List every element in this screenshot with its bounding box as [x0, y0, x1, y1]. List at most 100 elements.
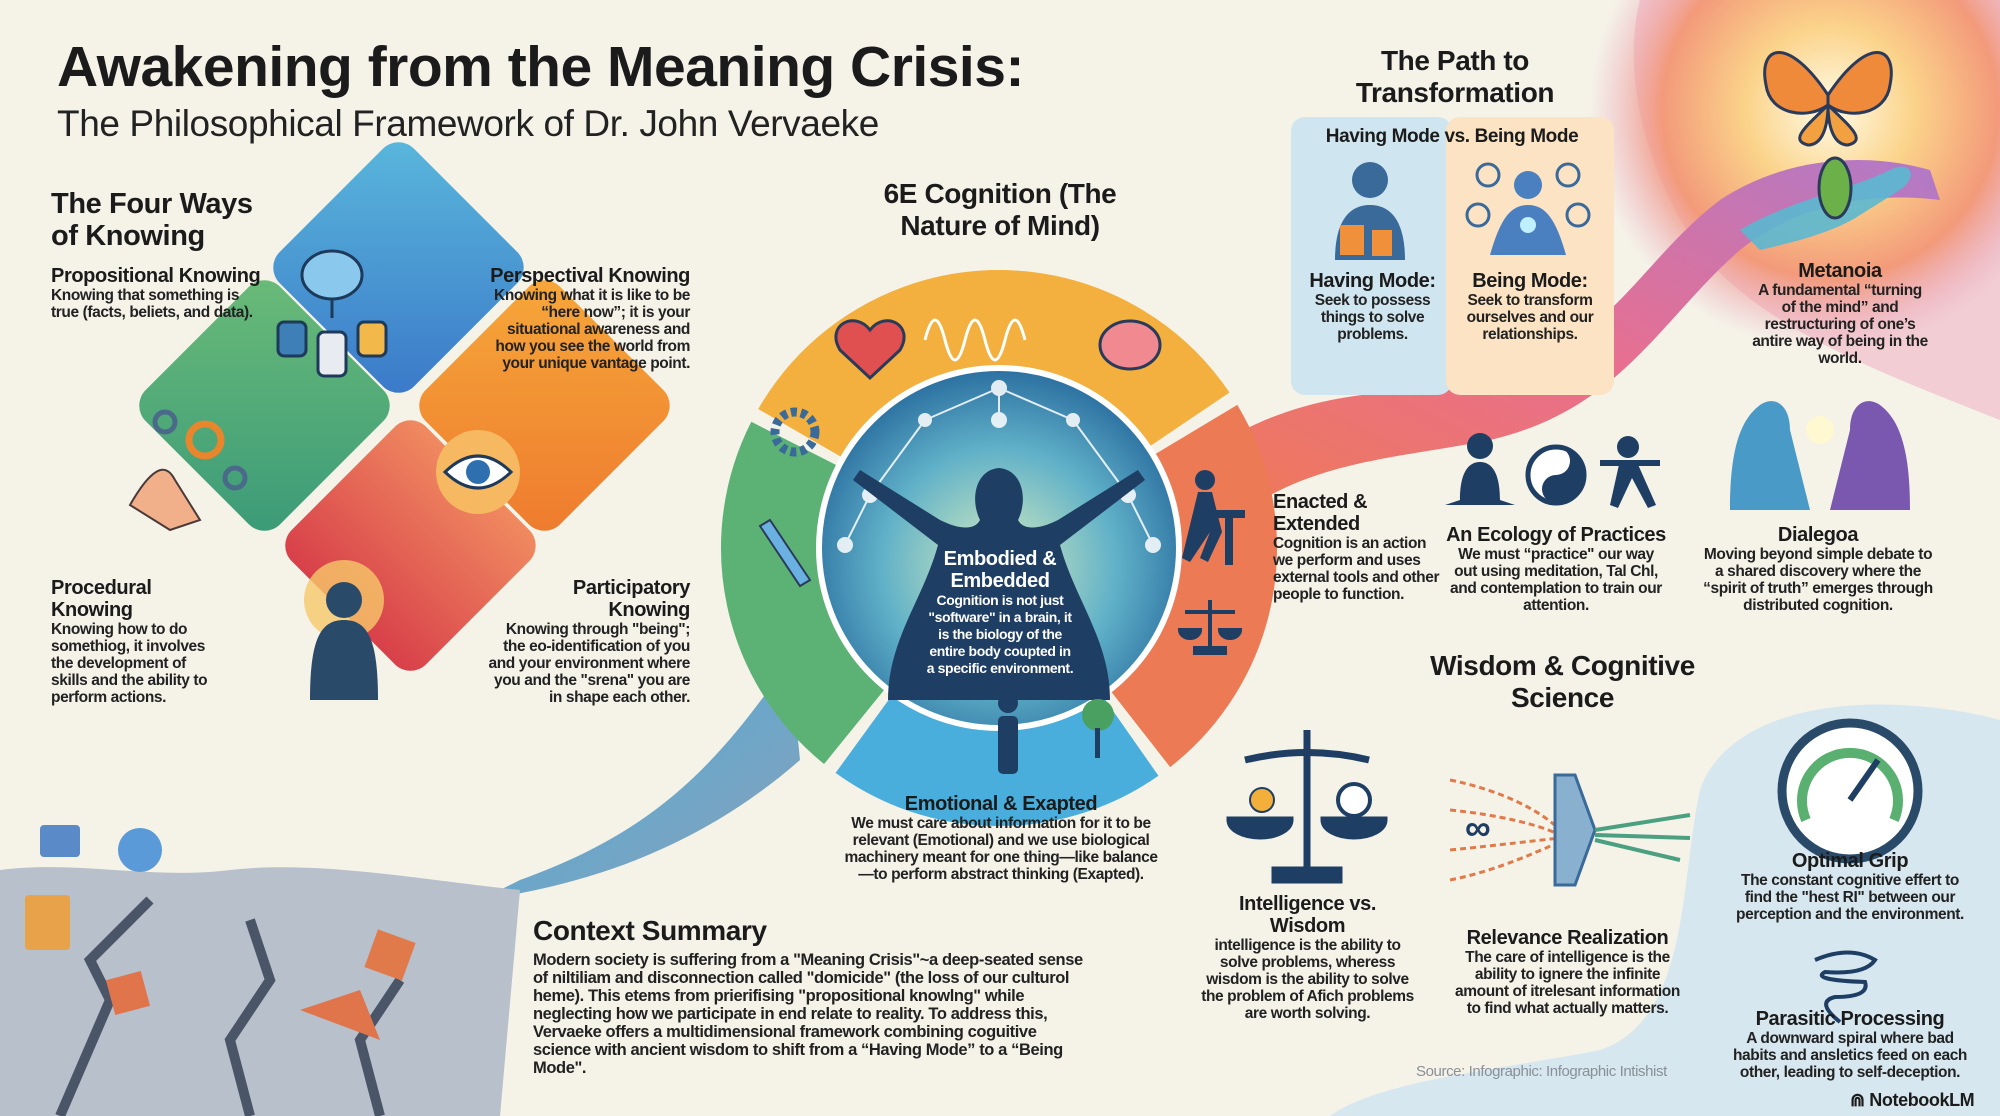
- context-summary: Context Summary Modern society is suffer…: [533, 915, 1093, 1077]
- puzzle-piece-propositional: [273, 142, 524, 393]
- person-landscape-icon: [304, 560, 384, 700]
- emotional-title: Emotional & Exapted: [904, 793, 1098, 815]
- path-heading: The Path to Transformation: [1355, 45, 1555, 108]
- having-being-box-title: Having Mode vs. Being Mode: [1325, 126, 1579, 147]
- wrench-hand-icon: [758, 518, 812, 588]
- relevance-title: Relevance Realization: [1466, 927, 1669, 949]
- relevance-text: The care of intelligence is the ability …: [1455, 949, 1680, 1017]
- ring-segment-right: [1110, 404, 1277, 768]
- ecology-block: An Ecology of Practices We must “practic…: [1446, 524, 1666, 614]
- chrysalis-icon: [1817, 156, 1853, 220]
- eye-icon: [436, 430, 520, 514]
- ring-segment-top: [758, 270, 1230, 458]
- four-ways-heading: The Four Ways of Knowing: [51, 188, 253, 252]
- participatory-text: Knowing through "being"; the eo-identifi…: [488, 621, 691, 706]
- context-text: Modern society is suffering from a "Mean…: [533, 951, 1083, 1077]
- flow-ribbon-tail: [480, 660, 800, 900]
- relevance-block: Relevance Realization The care of intell…: [1450, 927, 1685, 1017]
- being-mode-block: Being Mode: Seek to transform ourselves …: [1450, 270, 1610, 343]
- metanoia-text: A fundamental “turning of the mind” and …: [1752, 282, 1928, 367]
- being-mode-panel: [1446, 117, 1614, 395]
- context-heading: Context Summary: [533, 915, 767, 946]
- ecology-title: An Ecology of Practices: [1446, 524, 1666, 546]
- balance-scale-icon: [1177, 600, 1243, 655]
- dialegoa-title: Dialegoa: [1777, 524, 1859, 546]
- brain-icon: [1098, 319, 1162, 371]
- having-text: Seek to possess things to solve problems…: [1314, 292, 1431, 343]
- propositional-block: Propositional Knowing Knowing that somet…: [51, 265, 266, 321]
- ring-segment-bottom: [835, 694, 1159, 826]
- grip-text: The constant cognitive effert to find th…: [1736, 872, 1964, 923]
- meditation-icon: [1445, 433, 1515, 505]
- grip-title: Optimal Grip: [1791, 850, 1909, 872]
- ecology-text: We must “practice" our way out using med…: [1450, 546, 1662, 614]
- having-person-icon: [1335, 162, 1405, 260]
- parasitic-title: Parasitic Processing: [1755, 1008, 1945, 1030]
- enacted-text: Cognition is an action we perform and us…: [1273, 535, 1440, 603]
- brand-name: NotebookLM: [1869, 1090, 1975, 1110]
- gear-icon: [770, 407, 820, 457]
- embodied-title: Embodied & Embedded: [943, 548, 1057, 592]
- emotional-text: We must care about information for it to…: [844, 815, 1158, 883]
- gauge-icon: [1777, 718, 1923, 864]
- hands-gears-icon: [128, 409, 248, 532]
- wave-icon: [923, 318, 1027, 362]
- person-silhouette-icon: [853, 468, 1145, 700]
- spiral-icon: [1814, 950, 1878, 1024]
- enacted-title: Enacted & Extended: [1273, 491, 1368, 535]
- having-mode-block: Having Mode: Seek to possess things to s…: [1300, 270, 1445, 343]
- dialogue-person-right-icon: [1830, 401, 1910, 510]
- person-environment-icon: [998, 693, 1114, 774]
- procedural-text: Knowing how to do somethiog, it involves…: [51, 621, 208, 706]
- notebooklm-brand: ⋒ NotebookLM: [1850, 1090, 1975, 1111]
- six-e-heading: 6E Cognition (The Nature of Mind): [883, 178, 1117, 241]
- svg-text:∞: ∞: [1465, 807, 1491, 848]
- emotional-block: Emotional & Exapted We must care about i…: [841, 793, 1161, 883]
- tai-chi-icon: [1600, 436, 1660, 508]
- procedural-block: Procedural Knowing Knowing how to do som…: [51, 577, 221, 706]
- optimal-grip-block: Optimal Grip The constant cognitive effe…: [1735, 850, 1965, 923]
- being-title: Being Mode:: [1472, 270, 1588, 292]
- being-person-icon: [1465, 162, 1591, 255]
- being-text: Seek to transform ourselves and our rela…: [1466, 292, 1594, 343]
- perspectival-block: Perspectival Knowing Knowing what it is …: [480, 265, 690, 372]
- relevance-funnel-icon: ∞: [1449, 773, 1691, 887]
- perspectival-text: Knowing what it is like to be “here now”…: [494, 287, 690, 372]
- puzzle-four-ways: [128, 142, 670, 700]
- dialegoa-text: Moving beyond simple debate to a shared …: [1703, 546, 1933, 614]
- embodied-block: Embodied & Embedded Cognition is not jus…: [925, 548, 1075, 677]
- page-title: Awakening from the Meaning Crisis:: [57, 35, 1024, 99]
- embodied-text: Cognition is not just "software" in a br…: [926, 592, 1074, 676]
- heart-icon: [834, 319, 906, 381]
- intelligence-wisdom-scale-icon: [1226, 730, 1388, 884]
- parasitic-block: Parasitic Processing A downward spiral w…: [1730, 1008, 1970, 1081]
- butterfly-icon: [1763, 51, 1893, 147]
- page-subtitle: The Philosophical Framework of Dr. John …: [57, 103, 879, 144]
- participatory-title: Participatory Knowing: [572, 577, 690, 621]
- procedural-title: Procedural Knowing: [51, 577, 152, 621]
- flow-ribbon: [1180, 160, 1940, 530]
- metanoia-block: Metanoia A fundamental “turning of the m…: [1750, 260, 1930, 367]
- yin-yang-icon: [1525, 444, 1587, 506]
- dialogue-person-left-icon: [1730, 401, 1810, 510]
- participatory-block: Participatory Knowing Knowing through "b…: [480, 577, 691, 706]
- source-credit: Source: Infographic: Infographic Intishi…: [1416, 1063, 1667, 1080]
- wisdom-heading: Wisdom & Cognitive Science: [1430, 650, 1695, 713]
- floating-fragments: [25, 825, 416, 1040]
- metanoia-title: Metanoia: [1798, 260, 1882, 282]
- intelligence-block: Intelligence vs. Wisdom intelligence is …: [1200, 893, 1415, 1022]
- propositional-text: Knowing that something is true (facts, b…: [51, 287, 253, 321]
- ring-segment-left: [721, 421, 886, 765]
- parasitic-text: A downward spiral where bad habits and a…: [1732, 1030, 1967, 1081]
- enacted-block: Enacted & Extended Cognition is an actio…: [1273, 491, 1443, 603]
- lightbulb-icon: [1806, 416, 1834, 444]
- propositional-title: Propositional Knowing: [51, 265, 261, 287]
- notebooklm-logo-icon: ⋒: [1850, 1090, 1870, 1110]
- having-title: Having Mode:: [1309, 270, 1436, 292]
- intelligence-text: intelligence is the ability to solve pro…: [1201, 937, 1414, 1022]
- perspectival-title: Perspectival Knowing: [490, 265, 690, 287]
- intelligence-title: Intelligence vs. Wisdom: [1239, 893, 1376, 937]
- brain-database-icon: [276, 249, 388, 378]
- dialegoa-block: Dialegoa Moving beyond simple debate to …: [1700, 524, 1936, 614]
